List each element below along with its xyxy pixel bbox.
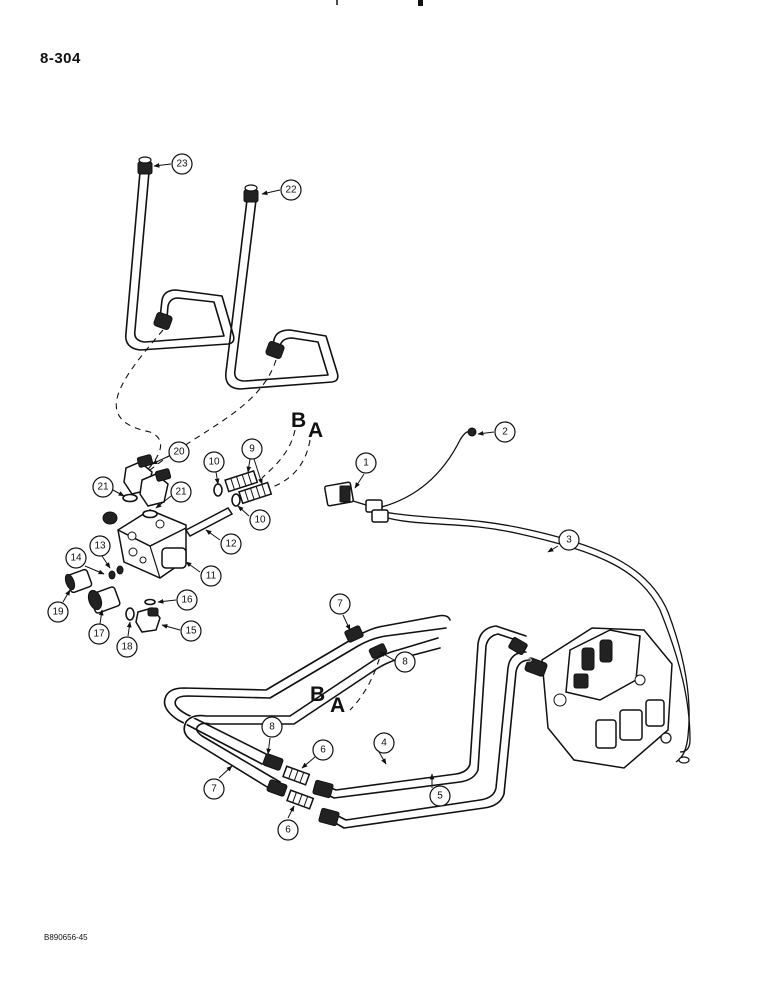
control-valve xyxy=(524,627,673,769)
svg-text:15: 15 xyxy=(185,626,197,637)
tube-5 xyxy=(312,637,532,830)
port-label-a-lower: A xyxy=(330,694,345,717)
o-rings xyxy=(122,483,241,621)
adapters-9 xyxy=(224,469,273,505)
callout-17: 17 xyxy=(88,609,110,645)
callout-6-lower: 6 xyxy=(277,805,299,841)
callout-4: 4 xyxy=(373,732,395,765)
callout-3: 3 xyxy=(547,529,580,553)
svg-text:14: 14 xyxy=(70,553,82,564)
callout-7-lower: 7 xyxy=(203,765,233,800)
svg-text:7: 7 xyxy=(211,784,217,795)
tube-7 xyxy=(162,613,452,766)
svg-text:7: 7 xyxy=(337,599,343,610)
callout-16: 16 xyxy=(157,589,198,611)
svg-text:6: 6 xyxy=(320,745,326,756)
svg-text:9: 9 xyxy=(249,444,255,455)
svg-text:10: 10 xyxy=(208,457,220,468)
port-label-b-upper: B xyxy=(291,409,306,432)
rod-12 xyxy=(184,507,234,537)
svg-text:21: 21 xyxy=(97,482,109,493)
callout-15: 15 xyxy=(161,620,202,642)
callout-21-right: 21 xyxy=(155,481,192,509)
svg-text:22: 22 xyxy=(285,185,297,196)
svg-text:20: 20 xyxy=(173,447,185,458)
callout-8-upper: 8 xyxy=(379,651,416,673)
svg-text:8: 8 xyxy=(269,722,275,733)
svg-text:23: 23 xyxy=(176,159,188,170)
svg-text:19: 19 xyxy=(52,607,64,618)
svg-text:5: 5 xyxy=(437,791,443,802)
elbow-fittings-20 xyxy=(123,454,172,507)
tube-22 xyxy=(224,184,339,390)
svg-text:1: 1 xyxy=(363,458,369,469)
callout-12: 12 xyxy=(205,529,242,555)
callout-11: 11 xyxy=(185,561,222,587)
callout-1: 1 xyxy=(354,452,377,489)
callout-22: 22 xyxy=(261,179,302,201)
callout-19: 19 xyxy=(47,589,71,623)
wiring-harness xyxy=(324,427,691,764)
tube-23 xyxy=(124,156,235,351)
svg-text:4: 4 xyxy=(381,738,387,749)
svg-text:13: 13 xyxy=(94,541,106,552)
svg-text:6: 6 xyxy=(285,825,291,836)
callout-10-lower: 10 xyxy=(237,505,271,531)
callout-21-left: 21 xyxy=(92,476,125,498)
port-label-b-lower: B xyxy=(310,683,325,706)
svg-text:16: 16 xyxy=(181,595,193,606)
callout-23: 23 xyxy=(153,153,193,175)
page-number: 8-304 xyxy=(40,50,81,67)
figure-code: B890656-45 xyxy=(44,933,88,942)
svg-text:17: 17 xyxy=(93,629,105,640)
callout-9: 9 xyxy=(241,438,263,485)
svg-text:8: 8 xyxy=(402,657,408,668)
callout-13: 13 xyxy=(89,535,111,569)
callout-18: 18 xyxy=(116,621,138,658)
tube-4 xyxy=(320,625,527,800)
callout-10-upper: 10 xyxy=(203,451,225,485)
svg-text:12: 12 xyxy=(225,539,237,550)
svg-text:21: 21 xyxy=(175,487,187,498)
callout-7-upper: 7 xyxy=(329,593,351,631)
svg-text:10: 10 xyxy=(254,515,266,526)
svg-text:18: 18 xyxy=(121,642,133,653)
svg-text:3: 3 xyxy=(566,535,572,546)
svg-text:11: 11 xyxy=(206,571,217,582)
manifold-block xyxy=(102,509,187,579)
fittings-lower-left xyxy=(64,565,161,633)
top-marks xyxy=(336,0,423,6)
callout-20: 20 xyxy=(151,441,190,465)
callout-8-lower: 8 xyxy=(261,716,283,755)
callout-14: 14 xyxy=(65,547,105,575)
callout-2: 2 xyxy=(477,421,516,443)
callout-5: 5 xyxy=(429,773,451,807)
svg-text:2: 2 xyxy=(502,427,508,438)
port-label-a-upper: A xyxy=(308,419,323,442)
tube-fittings-6-7-8 xyxy=(262,625,388,810)
callouts: 1 2 3 4 5 6 6 7 7 8 8 9 10 10 11 12 13 1… xyxy=(47,153,580,841)
callout-6-upper: 6 xyxy=(301,739,334,769)
